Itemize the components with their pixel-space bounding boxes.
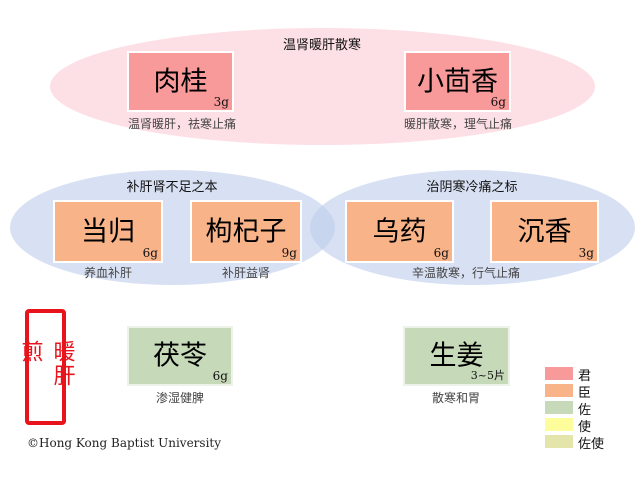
herb-effect: 散寒和胃 [431,391,481,405]
legend-swatch-zuoshi [545,435,573,448]
herb-box-danggui: 当归 6g [53,200,163,263]
herb-name: 乌药 [372,215,427,247]
legend-swatch-jun [545,367,573,380]
herb-effect: 补肝益肾 [221,266,271,280]
herb-box-chenxiang: 沉香 3g [490,200,599,263]
legend-label: 佐 [578,403,592,418]
seal-text: 暖肝煎 [17,340,75,388]
herb-dose: 9g [281,246,297,260]
shared-effect: 辛温散寒，行气止痛 [411,266,521,280]
legend-label: 臣 [578,386,592,401]
group-title-left: 补肝肾不足之本 [126,180,218,195]
herb-effect: 温肾暖肝，祛寒止痛 [127,117,237,131]
legend-swatch-shi [545,418,573,431]
herb-name: 生姜 [429,340,484,372]
seal: 暖肝煎 [18,309,75,425]
herb-effect: 渗湿健脾 [155,391,205,405]
group-title-right: 治阴寒冷痛之标 [426,180,518,195]
legend-label: 君 [578,369,592,384]
herb-effect: 养血补肝 [83,266,133,280]
herb-name: 茯苓 [153,340,207,372]
herb-dose: 3g [213,95,229,109]
legend-label: 佐使 [578,437,605,452]
herb-dose: 3~5片 [470,369,505,382]
herb-name: 当归 [81,215,135,247]
herb-name: 枸杞子 [205,215,287,247]
herb-dose: 6g [433,246,449,260]
legend-swatch-chen [545,384,573,397]
legend-label: 使 [578,420,592,435]
copyright: ©Hong Kong Baptist University [27,436,222,450]
herb-dose: 3g [578,246,594,260]
herb-name: 沉香 [517,215,572,247]
herb-box-rougui: 肉桂 3g [127,51,234,112]
group-title-top: 温肾暖肝散寒 [282,38,362,53]
herb-dose: 6g [212,369,228,383]
legend-swatch-zuo [545,401,573,414]
herb-box-fuling: 茯苓 6g [127,326,233,386]
herb-name: 肉桂 [153,65,208,97]
herb-box-wuyao: 乌药 6g [345,200,454,263]
herb-dose: 6g [490,95,506,109]
herb-dose: 6g [142,246,158,260]
herb-name: 小茴香 [417,65,498,97]
herb-effect: 暖肝散寒，理气止痛 [403,117,513,131]
